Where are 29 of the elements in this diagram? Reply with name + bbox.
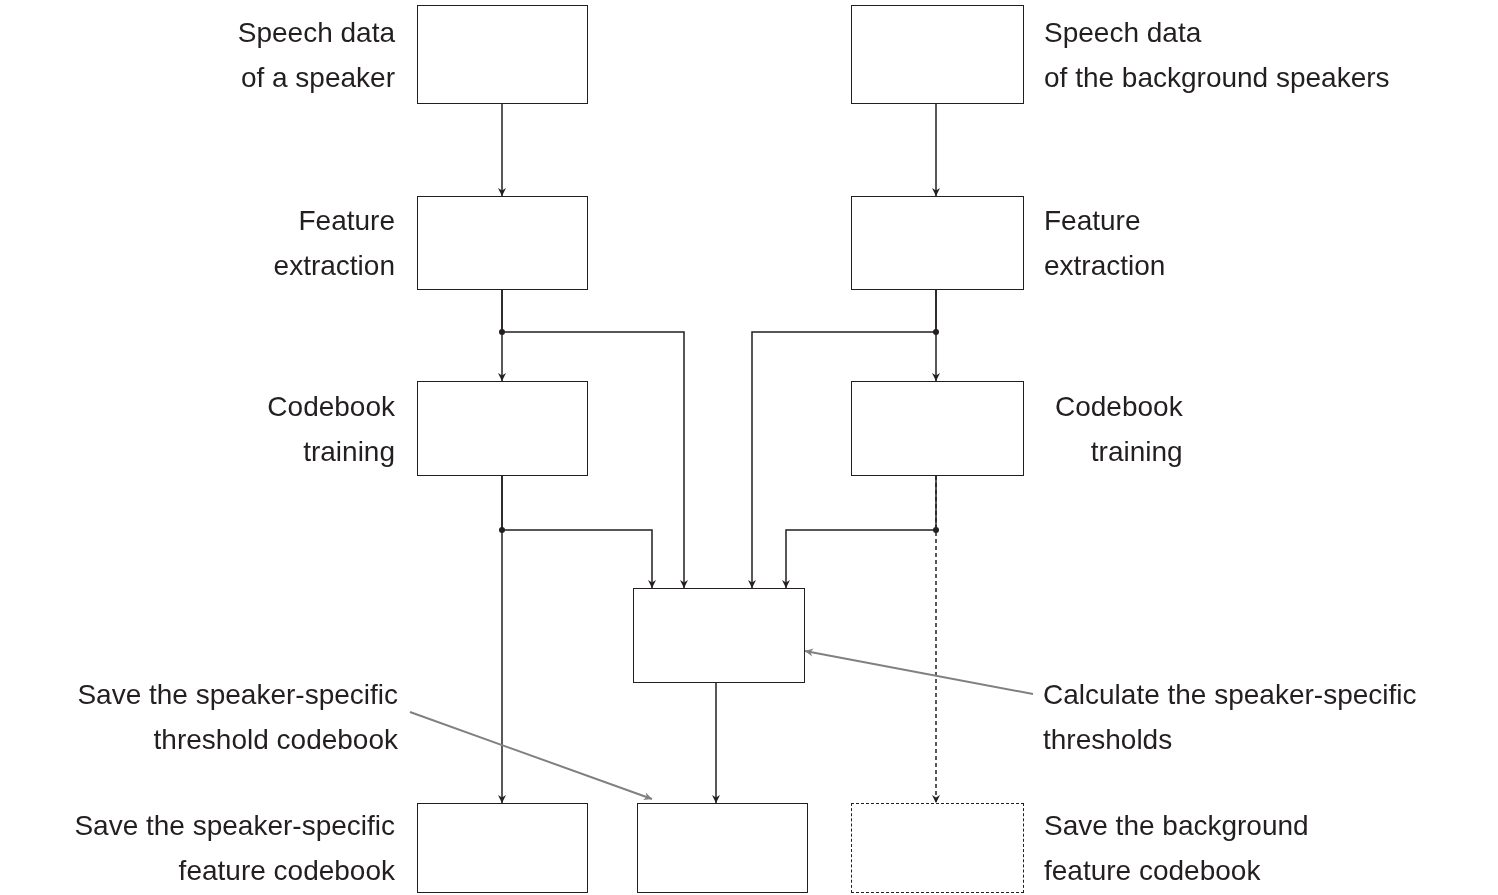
box-label: Save the background feature codebook	[1044, 809, 1309, 888]
process-box	[637, 803, 808, 893]
process-box	[851, 196, 1024, 290]
arrow	[501, 475, 656, 589]
process-box	[417, 381, 588, 476]
arrow	[712, 682, 720, 804]
annotation-text: Save the speaker-specific threshold codebook	[0, 672, 398, 762]
box-label: Feature extraction	[273, 204, 395, 283]
process-box	[633, 588, 805, 683]
leader-arrow	[804, 648, 1034, 695]
box-label: Feature extraction	[1044, 204, 1166, 283]
box-label: Codebook training	[1055, 389, 1183, 469]
process-box	[417, 196, 588, 290]
arrow	[932, 475, 940, 804]
arrow	[498, 103, 506, 197]
leader-arrow	[409, 711, 653, 801]
process-box	[417, 803, 588, 893]
process-box	[851, 381, 1024, 476]
arrow	[501, 289, 688, 589]
box-label: Codebook training	[267, 389, 395, 469]
arrow	[748, 289, 937, 589]
annotation-text: Calculate the speaker-specific thresholds	[1043, 672, 1496, 762]
box-label: Speech data of a speaker	[237, 15, 395, 95]
box-label: Save the speaker-specific feature codebook	[74, 809, 395, 888]
box-label: Speech data of the background speakers	[1044, 15, 1390, 95]
process-box	[851, 5, 1024, 104]
process-box	[851, 803, 1024, 893]
arrow	[932, 103, 940, 197]
process-box	[417, 5, 588, 104]
